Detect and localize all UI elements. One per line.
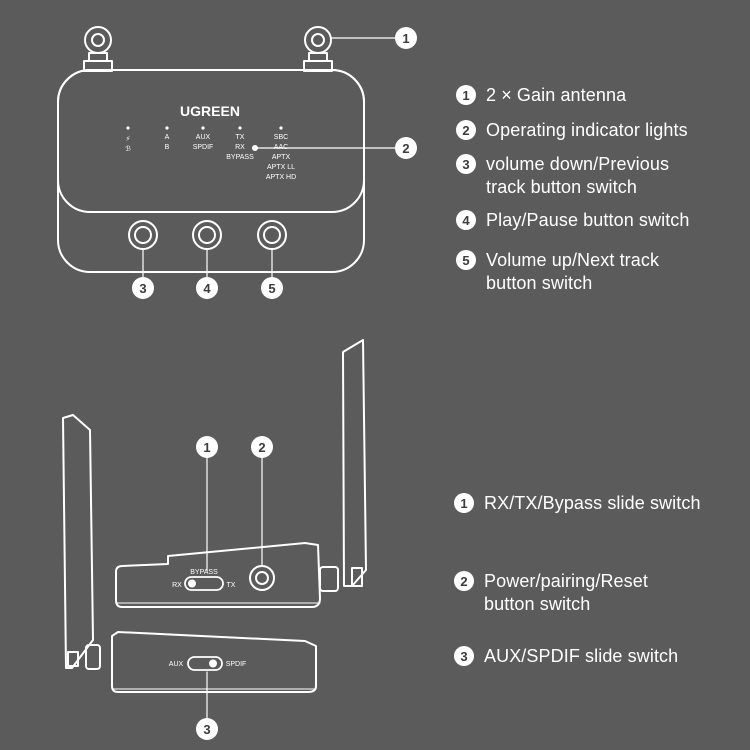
power-pairing-button[interactable] xyxy=(249,565,275,591)
indicator-col5-4: APTX HD xyxy=(266,174,296,181)
legend-item-volume-down: 3 volume down/Previous track button swit… xyxy=(456,153,669,199)
indicator-col4-1: RX xyxy=(235,144,245,151)
callout-badge-top-2: 2 xyxy=(395,137,417,159)
legend-number-badge: 5 xyxy=(456,250,476,270)
indicator-col2-0: A xyxy=(165,134,170,141)
rx-tx-bypass-switch[interactable] xyxy=(184,576,224,591)
legend-number-badge: 2 xyxy=(456,120,476,140)
legend-number-badge: 2 xyxy=(454,571,474,591)
legend-item-indicator-lights: 2 Operating indicator lights xyxy=(456,119,688,142)
svg-text:3: 3 xyxy=(139,281,146,296)
switch-label-rx: RX xyxy=(172,582,182,589)
svg-text:2: 2 xyxy=(258,440,265,455)
callout-badge-side-3: 3 xyxy=(196,718,218,740)
indicator-col4-0: TX xyxy=(236,134,245,141)
switch-label-spdif: SPDIF xyxy=(226,661,247,668)
indicator-col2-1: B xyxy=(165,144,170,151)
device-top-panel xyxy=(57,69,365,213)
legend-item-play-pause: 4 Play/Pause button switch xyxy=(456,209,690,232)
callout-badge-top-3: 3 xyxy=(132,277,154,299)
legend-text: Operating indicator lights xyxy=(486,120,688,140)
top-device xyxy=(57,26,396,278)
antenna-right xyxy=(303,26,333,72)
play-pause-button[interactable] xyxy=(192,220,222,250)
callout-badge-top-1: 1 xyxy=(395,27,417,49)
legend-number-badge: 3 xyxy=(456,154,476,174)
side-antenna-left xyxy=(62,414,101,670)
legend-number-badge: 3 xyxy=(454,646,474,666)
volume-up-button[interactable] xyxy=(257,220,287,250)
indicator-col1-0: ⚡ xyxy=(126,135,131,143)
indicator-lights: ⚡ ℬ A B AUX SPDIF TX RX BYPASS SBC AAC A… xyxy=(125,126,296,181)
indicator-col3-1: SPDIF xyxy=(193,144,214,151)
legend-item-gain-antenna: 1 2 × Gain antenna xyxy=(456,84,626,107)
legend-text: RX/TX/Bypass slide switch xyxy=(484,493,701,513)
switch-label-tx: TX xyxy=(227,582,236,589)
legend-number-badge: 1 xyxy=(454,493,474,513)
switch-label-bypass: BYPASS xyxy=(190,569,218,576)
antenna-left xyxy=(83,26,113,72)
volume-down-button[interactable] xyxy=(128,220,158,250)
legend-number-badge: 4 xyxy=(456,210,476,230)
legend-text: 2 × Gain antenna xyxy=(486,85,627,105)
switch-label-aux: AUX xyxy=(169,661,184,668)
aux-spdif-switch[interactable] xyxy=(187,656,223,671)
callout-badge-top-5: 5 xyxy=(261,277,283,299)
callout-badge-side-1: 1 xyxy=(196,436,218,458)
svg-text:3: 3 xyxy=(203,722,210,737)
legend-text: Power/pairing/Reset button switch xyxy=(484,571,648,614)
svg-text:1: 1 xyxy=(203,440,210,455)
legend-text: AUX/SPDIF slide switch xyxy=(484,646,679,666)
legend-item-rx-tx-bypass: 1 RX/TX/Bypass slide switch xyxy=(454,492,701,515)
indicator-col5-2: APTX xyxy=(272,154,291,161)
upper-unit xyxy=(115,457,321,608)
brand-logo: UGREEN xyxy=(180,103,240,119)
legend-text: volume down/Previous track button switch xyxy=(486,154,670,197)
callout-badge-side-2: 2 xyxy=(251,436,273,458)
indicator-col5-1: AAC xyxy=(274,144,288,151)
legend-text: Volume up/Next track button switch xyxy=(486,250,660,293)
callout-badge-top-4: 4 xyxy=(196,277,218,299)
svg-text:5: 5 xyxy=(268,281,275,296)
indicator-col3-0: AUX xyxy=(196,134,211,141)
lower-unit xyxy=(111,631,317,719)
legend-item-aux-spdif: 3 AUX/SPDIF slide switch xyxy=(454,645,678,668)
svg-text:2: 2 xyxy=(402,141,409,156)
svg-text:4: 4 xyxy=(203,281,211,296)
legend-item-power-pairing: 2 Power/pairing/Reset button switch xyxy=(454,570,648,616)
indicator-col5-0: SBC xyxy=(274,134,288,141)
legend-number-badge: 1 xyxy=(456,85,476,105)
legend-text: Play/Pause button switch xyxy=(486,210,690,230)
svg-text:1: 1 xyxy=(402,31,409,46)
indicator-col4-2: BYPASS xyxy=(226,154,254,161)
legend-item-volume-up: 5 Volume up/Next track button switch xyxy=(456,249,659,295)
indicator-col5-3: APTX LL xyxy=(267,164,295,171)
indicator-col1-1: ℬ xyxy=(125,145,131,153)
side-antenna-right xyxy=(319,339,367,592)
